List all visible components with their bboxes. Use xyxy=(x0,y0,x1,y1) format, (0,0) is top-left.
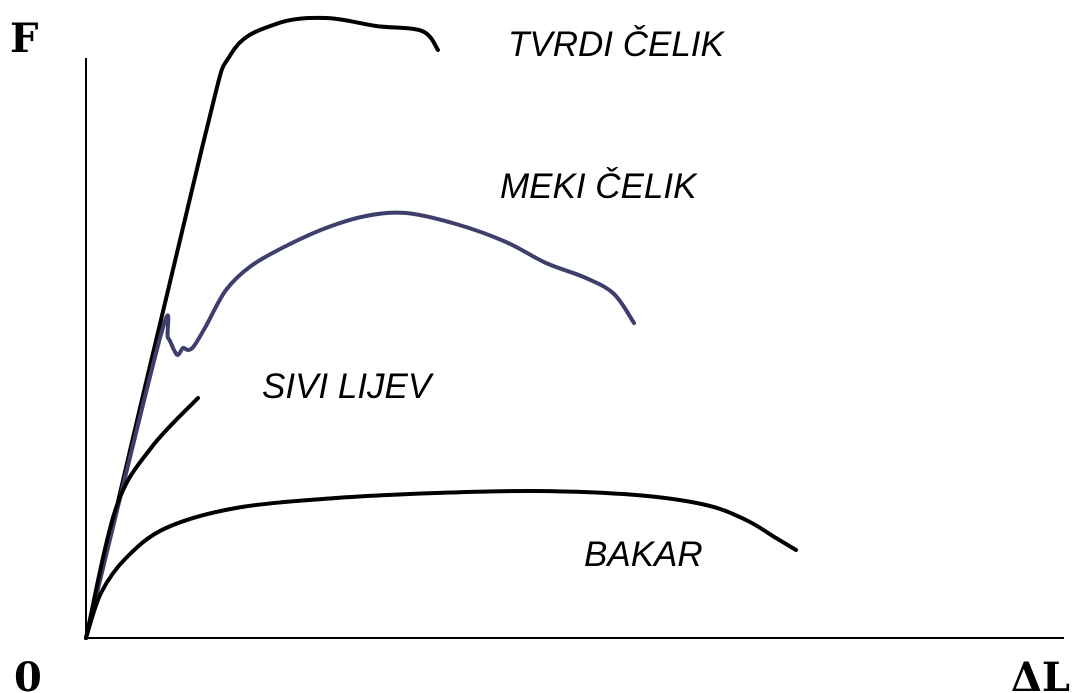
series-label-sivi-lijev: SIVI LIJEV xyxy=(262,367,435,406)
series-label-meki-celik: MEKI ČELIK xyxy=(500,167,698,206)
series-line-meki-celik xyxy=(84,210,636,640)
series-line-sivi-lijev xyxy=(84,396,200,640)
y-axis-label: F xyxy=(10,15,38,62)
axes xyxy=(85,58,1064,639)
series-layer xyxy=(84,15,798,640)
series-label-bakar: BAKAR xyxy=(584,535,703,574)
origin-label: 0 xyxy=(14,654,42,693)
series-label-tvrdi-celik: TVRDI ČELIK xyxy=(508,25,726,64)
series-line-bakar xyxy=(84,488,798,640)
series-line-tvrdi-celik xyxy=(84,15,440,640)
x-axis-label: ΔL xyxy=(1011,654,1070,693)
